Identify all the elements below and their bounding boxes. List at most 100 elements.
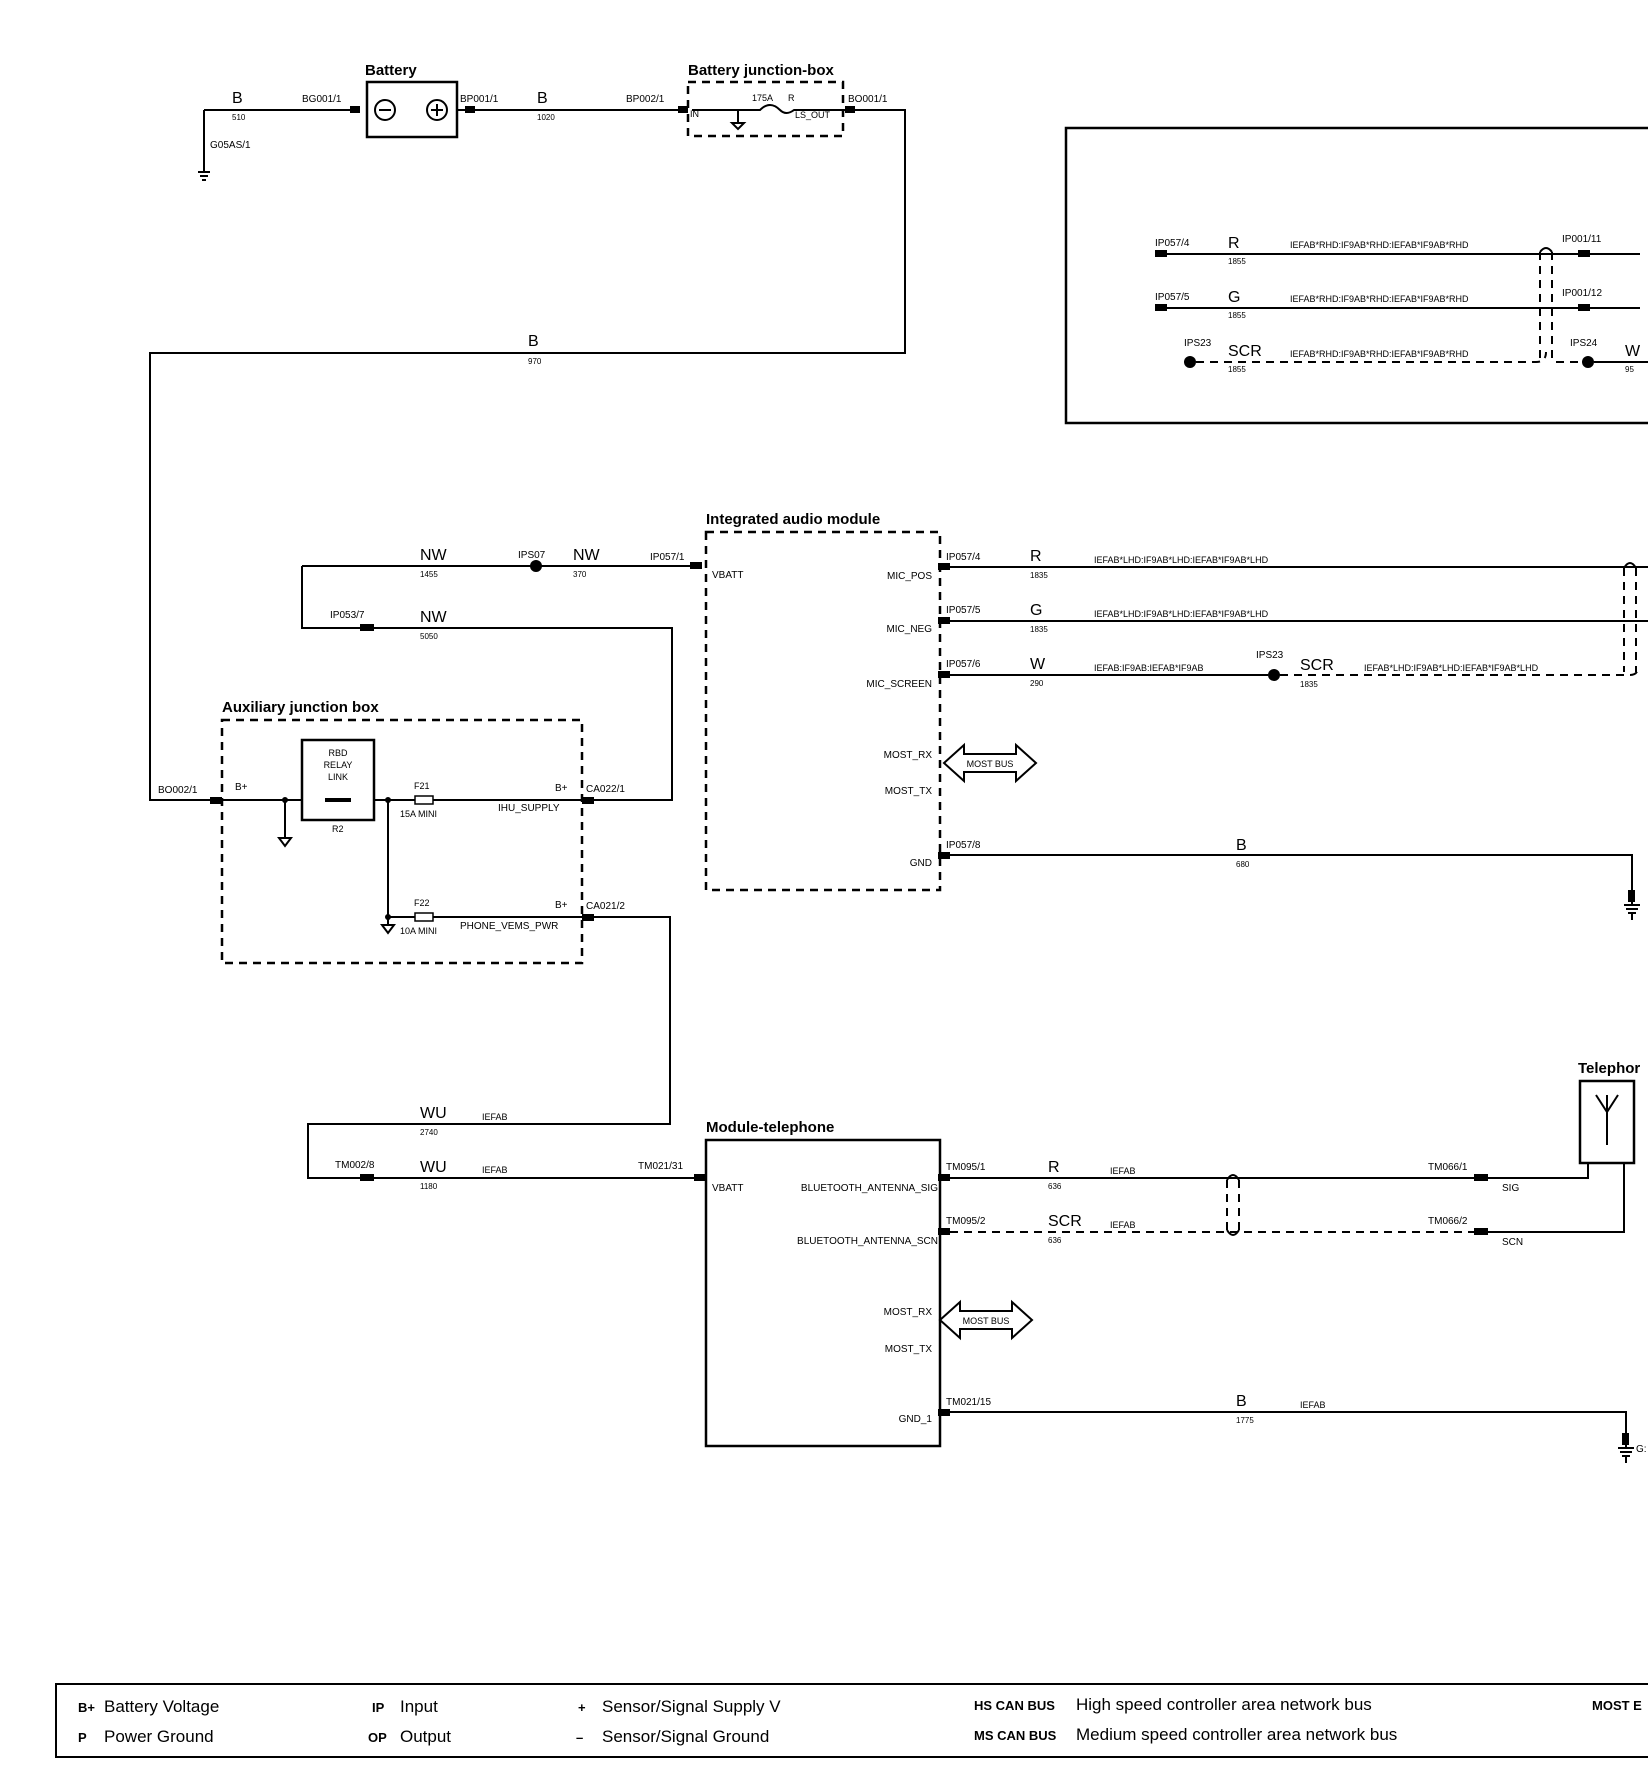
svg-text:IEFAB: IEFAB [482,1165,508,1175]
connector-pin [350,106,360,113]
svg-text:CA021/2: CA021/2 [586,901,625,912]
svg-text:IEFAB: IEFAB [482,1112,508,1122]
svg-text:1855: 1855 [1228,257,1246,266]
connector-label: BP001/1 [460,94,499,105]
svg-text:1835: 1835 [1030,571,1048,580]
svg-text:TM066/1: TM066/1 [1428,1162,1468,1173]
svg-text:IEFAB*RHD:IF9AB*RHD:IEFAB*IF9A: IEFAB*RHD:IF9AB*RHD:IEFAB*IF9AB*RHD [1290,294,1469,304]
svg-text:RBD: RBD [328,748,348,758]
svg-text:VBATT: VBATT [712,570,743,581]
integrated-audio-module-section: Integrated audio module VBATT MIC_POS MI… [704,511,1648,920]
svg-text:1855: 1855 [1228,365,1246,374]
rhd-harness-box: IP057/4 IP057/5 R 1855 IEFAB*RHD:IF9AB*R… [1064,126,1648,425]
svg-text:IEFAB: IEFAB [1110,1166,1136,1176]
svg-text:IEFAB: IEFAB [1300,1400,1326,1410]
svg-text:TM066/2: TM066/2 [1428,1216,1468,1227]
svg-text:5050: 5050 [420,632,438,641]
svg-text:RELAY: RELAY [324,760,353,770]
svg-text:680: 680 [1236,860,1250,869]
svg-text:WU: WU [420,1105,447,1122]
wire-number: 510 [232,113,246,122]
svg-text:VBATT: VBATT [712,1183,743,1194]
auxiliary-junction-box-section: IPS07 NW 1455 NW 370 IP057/1 IP053/7 NW … [158,547,702,1179]
svg-text:1835: 1835 [1030,625,1048,634]
module-telephone-section: WU 2740 IEFAB TM002/8 WU 1180 IEFAB TM02… [335,1060,1647,1463]
svg-text:Medium speed controller area n: Medium speed controller area network bus [1076,1725,1397,1744]
integrated-audio-module [704,530,942,892]
svg-text:MOST_RX: MOST_RX [884,750,933,761]
svg-text:P: P [78,1730,87,1745]
svg-text:1855: 1855 [1228,311,1246,320]
svg-text:OP: OP [368,1730,387,1745]
svg-text:R: R [1030,548,1042,565]
svg-text:IP053/7: IP053/7 [330,610,365,621]
svg-text:MIC_NEG: MIC_NEG [886,624,932,635]
connector-label: BO001/1 [848,94,888,105]
svg-text:NW: NW [573,547,601,564]
fuse-rating: 175A [752,93,773,103]
svg-text:636: 636 [1048,1182,1062,1191]
svg-text:TM021/31: TM021/31 [638,1161,683,1172]
svg-text:95: 95 [1625,365,1634,374]
svg-text:B+: B+ [555,900,568,911]
component-title: Module-telephone [706,1119,834,1136]
svg-text:IEFAB:IF9AB:IEFAB*IF9AB: IEFAB:IF9AB:IEFAB*IF9AB [1094,663,1204,673]
svg-text:SCN: SCN [1502,1237,1523,1248]
component-title: Telephor [1578,1060,1640,1077]
svg-text:Input: Input [400,1697,438,1716]
svg-text:290: 290 [1030,679,1044,688]
wire-number: 1020 [537,113,555,122]
wire-color: B [528,333,539,350]
svg-text:SCR: SCR [1228,343,1262,360]
svg-text:LS_OUT: LS_OUT [795,110,831,120]
connector-label: BG001/1 [302,94,342,105]
relay-box [300,738,376,822]
svg-text:WU: WU [420,1159,447,1176]
svg-text:370: 370 [573,570,587,579]
wire-color: B [537,90,548,107]
svg-text:R2: R2 [332,824,344,834]
svg-text:W: W [1030,656,1046,673]
telephone-antenna-box [1578,1079,1636,1165]
fuse-icon [414,912,434,922]
connector-label: G05AS/1 [210,140,251,151]
legend: B+ Battery Voltage P Power Ground IP Inp… [55,1683,1648,1758]
svg-text:R: R [1228,235,1240,252]
svg-text:Power Ground: Power Ground [104,1727,214,1746]
component-title: Integrated audio module [706,511,880,528]
svg-text:1835: 1835 [1300,680,1318,689]
svg-text:IP057/5: IP057/5 [1155,292,1190,303]
most-bus-icon: MOST BUS [942,742,1038,784]
svg-text:IPS23: IPS23 [1184,338,1212,349]
svg-text:PHONE_VEMS_PWR: PHONE_VEMS_PWR [460,921,558,932]
svg-text:MIC_POS: MIC_POS [887,571,932,582]
shield-icon [1539,252,1553,360]
connector-label: BP002/1 [626,94,665,105]
svg-text:HS CAN BUS: HS CAN BUS [974,1698,1055,1713]
svg-text:F22: F22 [414,898,430,908]
svg-text:MOST E: MOST E [1592,1698,1642,1713]
svg-text:IPS23: IPS23 [1256,650,1284,661]
svg-text:IP057/8: IP057/8 [946,840,981,851]
svg-text:MOST BUS: MOST BUS [967,759,1014,769]
svg-text:IEFAB*RHD:IF9AB*RHD:IEFAB*IF9A: IEFAB*RHD:IF9AB*RHD:IEFAB*IF9AB*RHD [1290,240,1469,250]
svg-text:LINK: LINK [328,772,348,782]
component-title: Battery junction-box [688,62,834,79]
svg-text:IEFAB*LHD:IF9AB*LHD:IEFAB*IF9A: IEFAB*LHD:IF9AB*LHD:IEFAB*IF9AB*LHD [1364,663,1539,673]
svg-text:SCR: SCR [1048,1213,1082,1230]
svg-text:TM021/15: TM021/15 [946,1397,991,1408]
svg-text:1180: 1180 [420,1182,438,1191]
svg-text:IN: IN [690,109,699,119]
svg-text:Battery Voltage: Battery Voltage [104,1697,219,1716]
shield-icon [1226,1180,1240,1230]
svg-text:SCR: SCR [1300,657,1334,674]
positive-terminal-icon [426,99,448,121]
svg-text:GND: GND [910,858,932,869]
antenna-icon [1595,1094,1619,1145]
svg-text:IHU_SUPPLY: IHU_SUPPLY [498,803,560,814]
svg-text:B: B [1236,837,1247,854]
svg-text:BLUETOOTH_ANTENNA_SCN: BLUETOOTH_ANTENNA_SCN [797,1236,938,1247]
svg-text:B: B [1236,1393,1247,1410]
splice-icon [1268,669,1280,681]
svg-text:TM095/1: TM095/1 [946,1162,986,1173]
